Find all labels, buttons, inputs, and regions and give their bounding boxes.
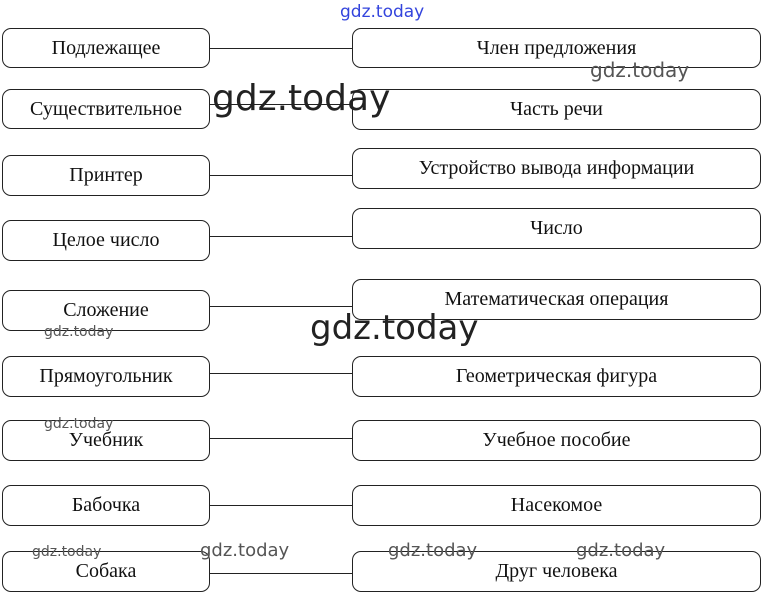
right-term-box: Устройство вывода информации (352, 148, 761, 189)
left-term-box: Собака (2, 551, 210, 592)
connector-line (210, 175, 352, 176)
left-term-box: Целое число (2, 220, 210, 261)
left-term-box: Учебник (2, 420, 210, 461)
connector-line (210, 236, 352, 237)
connector-line (210, 505, 352, 506)
watermark: gdz.today (388, 540, 478, 561)
right-term-box: Математическая операция (352, 279, 761, 320)
watermark: gdz.today (44, 324, 114, 340)
watermark: gdz.today (310, 308, 479, 348)
right-term-box: Часть речи (352, 89, 761, 130)
left-term-box: Прямоугольник (2, 356, 210, 397)
right-term-box: Член предложения (352, 28, 761, 68)
left-term-box: Подлежащее (2, 28, 210, 68)
connector-line (210, 48, 352, 49)
right-term-box: Учебное пособие (352, 420, 761, 461)
right-term-box: Друг человека (352, 551, 761, 592)
right-term-box: Насекомое (352, 485, 761, 526)
watermark: gdz.today (212, 78, 391, 119)
left-term-box: Принтер (2, 155, 210, 196)
left-term-box: Сложение (2, 290, 210, 331)
watermark: gdz.today (44, 416, 114, 432)
connector-line (210, 438, 352, 439)
watermark: gdz.today (32, 544, 102, 560)
connector-line (210, 573, 352, 574)
connector-line (210, 306, 352, 307)
connector-line (210, 104, 352, 105)
right-term-box: Число (352, 208, 761, 249)
watermark: gdz.today (576, 540, 666, 561)
right-term-box: Геометрическая фигура (352, 356, 761, 397)
left-term-box: Бабочка (2, 485, 210, 526)
watermark: gdz.today (590, 58, 690, 82)
left-term-box: Существительное (2, 89, 210, 129)
watermark: gdz.today (200, 540, 290, 561)
watermark: gdz.today (340, 2, 425, 22)
connector-line (210, 373, 352, 374)
